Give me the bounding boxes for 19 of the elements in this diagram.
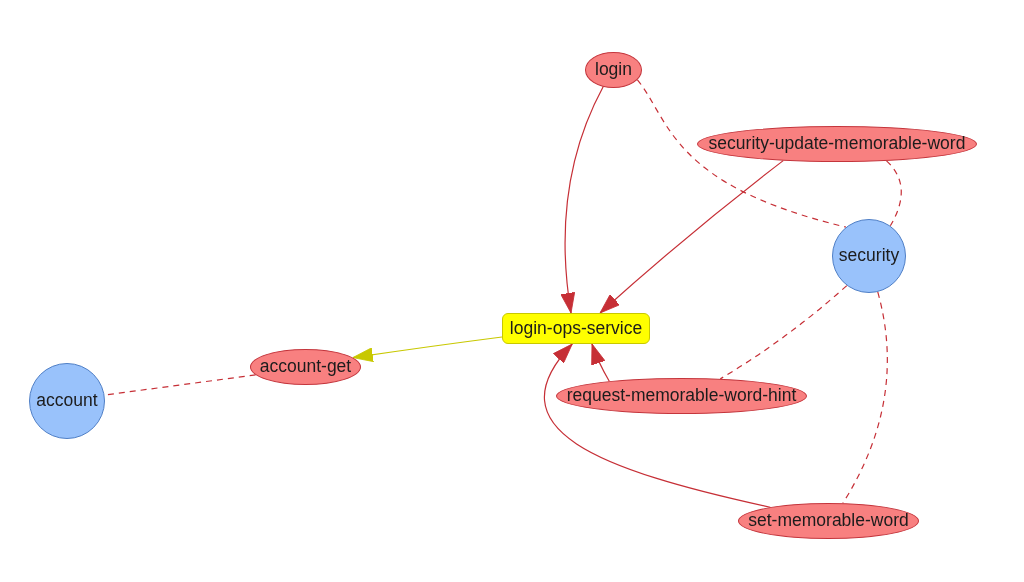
node-label: login-ops-service	[509, 317, 643, 340]
arrow	[591, 343, 610, 382]
node-label: account	[36, 390, 98, 412]
node-label: set-memorable-word	[748, 510, 909, 532]
connector-line	[719, 285, 848, 380]
node-label: security	[838, 245, 900, 267]
node-label: security-update-memorable-word	[708, 133, 966, 155]
connector-line	[885, 160, 902, 227]
node-label: login	[595, 59, 632, 81]
connector-line	[636, 79, 847, 228]
ellipse-node	[250, 349, 361, 385]
service-box	[502, 313, 650, 344]
arrow	[599, 160, 784, 314]
arrow	[543, 343, 771, 508]
arrow	[352, 336, 503, 363]
ellipse-node	[585, 52, 642, 88]
arrow	[560, 86, 604, 314]
node-label: request-memorable-word-hint	[566, 385, 797, 407]
node-label: account-get	[259, 356, 352, 378]
